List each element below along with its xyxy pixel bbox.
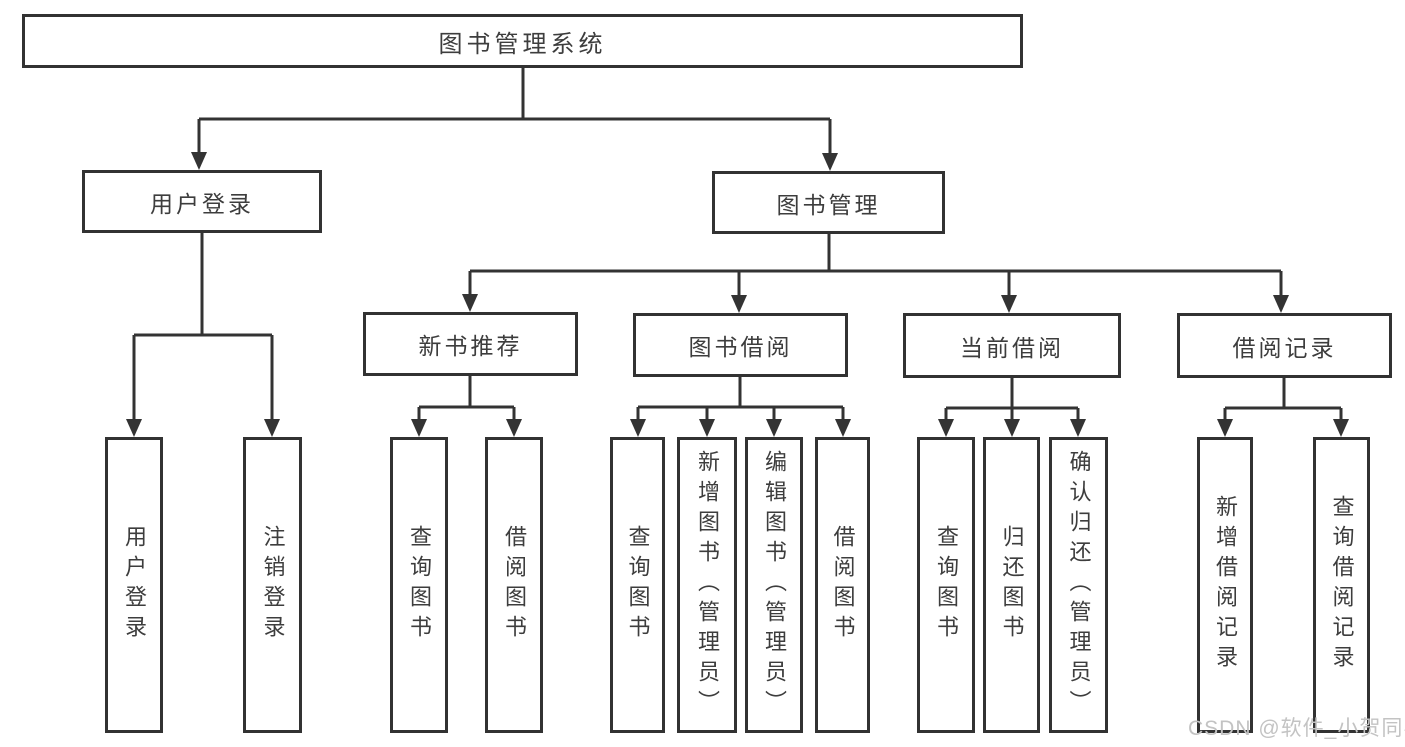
arrowheads-book-management-children [462, 294, 1289, 313]
arrowheads-level2 [191, 152, 838, 171]
leaf-logout: 注销登录 [243, 437, 302, 733]
leaf-borrow-book-2-label: 借阅图书 [830, 525, 856, 645]
leaf-query-book-3-label: 查询图书 [934, 525, 959, 645]
node-new-book-recommend: 新书推荐 [363, 312, 578, 376]
leaf-logout-label: 注销登录 [260, 525, 286, 645]
leaf-add-book-admin-label: 新增图书（管理员） [695, 450, 720, 720]
leaf-add-borrow-record-label: 新增借阅记录 [1213, 495, 1238, 675]
leaf-query-borrow-record: 查询借阅记录 [1313, 437, 1370, 733]
leaf-edit-book-admin: 编辑图书（管理员） [745, 437, 803, 733]
leaf-borrow-book-2: 借阅图书 [815, 437, 870, 733]
connector-new-book-children [417, 376, 516, 421]
connector-user-login-children [132, 233, 274, 421]
arrowheads-book-borrow-children [630, 419, 851, 437]
leaf-user-login-label: 用户登录 [122, 525, 147, 645]
leaf-query-book-2: 查询图书 [610, 437, 665, 733]
node-borrow-record: 借阅记录 [1177, 313, 1392, 378]
connector-current-borrow-children [944, 378, 1080, 421]
arrowheads-current-borrow-children [938, 419, 1086, 437]
node-current-borrow-label: 当前借阅 [960, 334, 1064, 361]
leaf-confirm-return-admin: 确认归还（管理员） [1049, 437, 1108, 733]
connector-book-borrow-children [636, 377, 845, 421]
csdn-watermark: CSDN @软件_小贺同学 [1188, 717, 1405, 740]
leaf-edit-book-admin-label: 编辑图书（管理员） [762, 450, 787, 720]
node-book-management: 图书管理 [712, 171, 945, 234]
node-user-login: 用户登录 [82, 170, 322, 233]
node-user-login-label: 用户登录 [150, 190, 254, 217]
node-root-label: 图书管理系统 [438, 30, 607, 58]
leaf-add-borrow-record: 新增借阅记录 [1197, 437, 1253, 733]
leaf-confirm-return-admin-label: 确认归还（管理员） [1066, 450, 1092, 720]
node-current-borrow: 当前借阅 [903, 313, 1121, 378]
leaf-add-book-admin: 新增图书（管理员） [677, 437, 737, 733]
node-root: 图书管理系统 [22, 14, 1023, 68]
leaf-borrow-book-1-label: 借阅图书 [502, 525, 527, 645]
node-new-book-recommend-label: 新书推荐 [418, 333, 523, 359]
node-book-borrow-label: 图书借阅 [688, 334, 793, 360]
leaf-query-borrow-record-label: 查询借阅记录 [1329, 495, 1355, 675]
leaf-return-book: 归还图书 [983, 437, 1040, 733]
leaf-borrow-book-1: 借阅图书 [485, 437, 543, 733]
leaf-return-book-label: 归还图书 [999, 525, 1025, 645]
leaf-query-book-1-label: 查询图书 [407, 525, 432, 645]
arrowheads-new-book-children [411, 419, 522, 437]
connector-book-management-children [468, 234, 1283, 297]
connector-root-to-level2 [197, 68, 832, 154]
leaf-user-login: 用户登录 [105, 437, 163, 733]
leaf-query-book-3: 查询图书 [917, 437, 975, 733]
leaf-query-book-2-label: 查询图书 [625, 525, 651, 645]
node-book-management-label: 图书管理 [776, 191, 881, 218]
leaf-query-book-1: 查询图书 [390, 437, 448, 733]
connector-borrow-record-children [1223, 378, 1343, 421]
node-borrow-record-label: 借阅记录 [1232, 334, 1337, 361]
arrowheads-borrow-record-children [1217, 419, 1349, 437]
arrowheads-user-login-children [126, 419, 280, 437]
node-book-borrow: 图书借阅 [633, 313, 848, 377]
